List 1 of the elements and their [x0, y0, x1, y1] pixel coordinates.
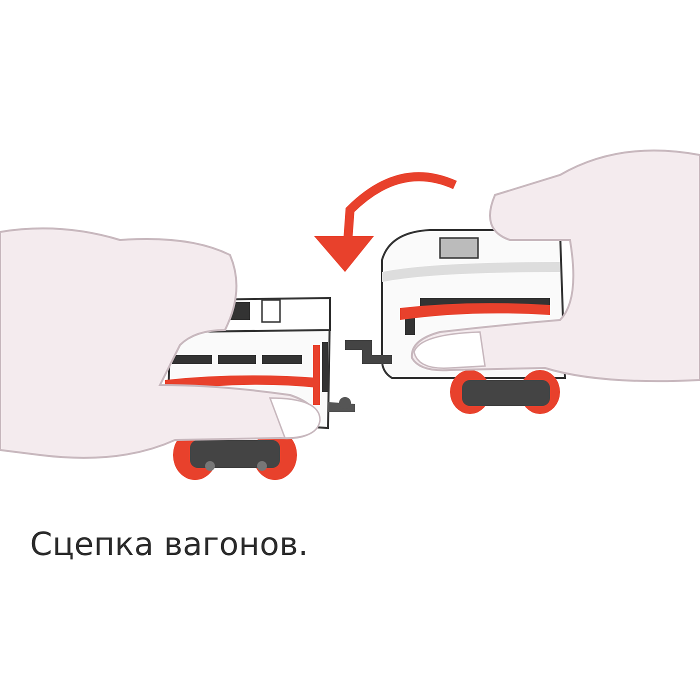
caption: Сцепка вагонов. [30, 524, 308, 565]
